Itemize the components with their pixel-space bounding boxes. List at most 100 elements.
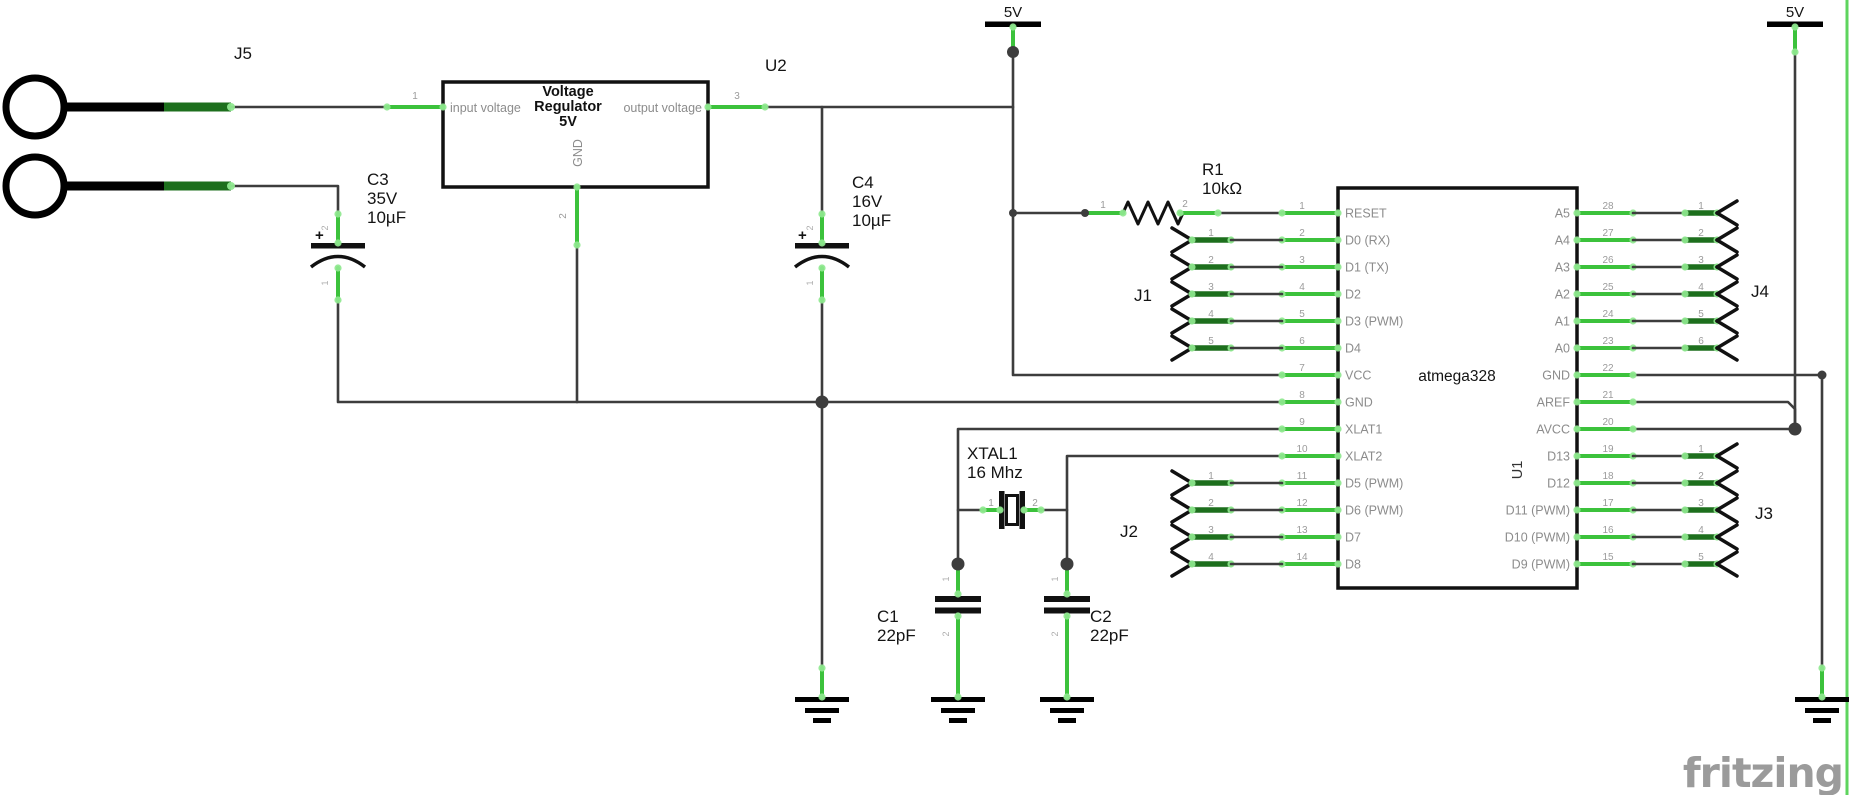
c2-capacitor-plate[interactable] <box>1044 607 1090 614</box>
j4-pin-arrow[interactable] <box>1715 346 1739 362</box>
j3-pin-arrow[interactable] <box>1715 496 1739 512</box>
j2-pin-arrow[interactable] <box>1170 550 1194 566</box>
j3-pin-arrow[interactable] <box>1715 442 1739 458</box>
pin-endpoint-dot <box>1119 209 1127 217</box>
pin-endpoint-dot <box>1188 533 1196 541</box>
pin-endpoint-dot <box>1573 236 1581 244</box>
j4-pin-arrow[interactable] <box>1715 253 1739 269</box>
j3-pin-arrow[interactable] <box>1715 508 1739 524</box>
j1-pin-arrow[interactable] <box>1170 253 1194 269</box>
c1-capacitor-plate[interactable] <box>935 607 981 614</box>
j4-pin-arrow[interactable] <box>1715 334 1739 350</box>
j2-pin-arrow[interactable] <box>1170 496 1194 512</box>
wire-5v-rail-to-vcc[interactable] <box>1011 50 1284 377</box>
label-c4-value: 10µF <box>852 211 891 230</box>
j2-pin-arrow[interactable] <box>1170 469 1194 485</box>
j1-pin-arrow[interactable] <box>1170 307 1194 323</box>
c1-capacitor-plate[interactable] <box>935 596 981 602</box>
j4-pin-arrow[interactable] <box>1715 226 1739 242</box>
c2-capacitor-plate[interactable] <box>1044 596 1090 602</box>
j3-pin-arrow[interactable] <box>1715 481 1739 497</box>
j4-pin-arrow[interactable] <box>1715 211 1739 227</box>
ic-pin-label: A0 <box>1555 342 1570 356</box>
voltage-regulator-body[interactable] <box>441 80 710 189</box>
j3-pin-arrow[interactable] <box>1715 454 1739 470</box>
c4-capacitor-arc[interactable] <box>793 254 851 269</box>
j4-pin-arrow[interactable] <box>1715 292 1739 308</box>
j1-pin-arrow[interactable] <box>1170 280 1194 296</box>
j5-terminal-ring[interactable] <box>2 74 68 140</box>
j3-pin-arrow[interactable] <box>1715 535 1739 551</box>
j2-pin-arrow[interactable] <box>1170 508 1194 524</box>
r1-resistor-body[interactable] <box>1121 200 1185 226</box>
wire-aref[interactable] <box>1631 400 1797 431</box>
j3-pin-arrow[interactable] <box>1715 562 1739 578</box>
pin-endpoint-dot <box>1573 506 1581 514</box>
j2-pin-arrow[interactable] <box>1170 481 1194 497</box>
wire-xlat2[interactable] <box>1065 454 1284 566</box>
j4-pin-arrow[interactable] <box>1715 265 1739 281</box>
j1-pin-arrow[interactable] <box>1170 292 1194 308</box>
pin-number: 2 <box>1208 498 1214 509</box>
pin-number: 5 <box>1698 552 1704 563</box>
j5-terminal-ring[interactable] <box>2 153 68 219</box>
ground-symbol[interactable] <box>813 718 831 723</box>
wire-junction-dot <box>1081 209 1089 217</box>
j3-pin-arrow[interactable] <box>1715 469 1739 485</box>
wire-j5-2-to-c3[interactable] <box>229 184 340 216</box>
j1-pin-arrow[interactable] <box>1170 226 1194 242</box>
ic-pin-label: A3 <box>1555 261 1570 275</box>
pin-number: 4 <box>1208 552 1214 563</box>
pin-endpoint-dot <box>818 693 826 701</box>
ground-symbol[interactable] <box>1050 708 1084 713</box>
j1-pin-arrow[interactable] <box>1170 346 1194 362</box>
j4-pin-arrow[interactable] <box>1715 319 1739 335</box>
ground-symbol[interactable] <box>941 708 975 713</box>
pin-number: 13 <box>1296 525 1308 536</box>
ground-symbol[interactable] <box>1058 718 1076 723</box>
pin-number: 1 <box>1208 471 1214 482</box>
pin-endpoint-dot <box>1334 506 1342 514</box>
pin-number: 18 <box>1602 471 1614 482</box>
j1-pin-arrow[interactable] <box>1170 319 1194 335</box>
ground-symbol[interactable] <box>1805 708 1839 713</box>
wire-junction-dot <box>815 395 829 409</box>
ground-symbol[interactable] <box>1813 718 1831 723</box>
wire-xlat1[interactable] <box>956 427 1284 566</box>
j3-pin-arrow[interactable] <box>1715 523 1739 539</box>
j1-pin-arrow[interactable] <box>1170 238 1194 254</box>
pin-endpoint-dot <box>1334 425 1342 433</box>
pin-number: 11 <box>1297 471 1308 482</box>
pin-number: 3 <box>1208 525 1214 536</box>
j4-pin-arrow[interactable] <box>1715 280 1739 296</box>
ic-pin-label: D5 (PWM) <box>1345 477 1403 491</box>
j3-pin-arrow[interactable] <box>1715 550 1739 566</box>
pin-endpoint-dot <box>1573 479 1581 487</box>
pin-number: 2 <box>941 631 951 636</box>
j4-pin-arrow[interactable] <box>1715 307 1739 323</box>
pin-number: 8 <box>1299 390 1305 401</box>
j2-pin-arrow[interactable] <box>1170 523 1194 539</box>
j4-pin-arrow[interactable] <box>1715 199 1739 215</box>
ic-pin-label: D2 <box>1345 288 1361 302</box>
pin-endpoint-dot <box>1063 590 1071 598</box>
pin-endpoint-dot <box>818 264 826 272</box>
wire-gnd-bus[interactable] <box>336 298 1284 404</box>
wire-gnd22-right[interactable] <box>1631 373 1824 670</box>
c3-capacitor-arc[interactable] <box>309 254 367 269</box>
j4-pin-arrow[interactable] <box>1715 238 1739 254</box>
j2-pin-arrow[interactable] <box>1170 562 1194 578</box>
pin-endpoint-dot <box>334 210 342 218</box>
ic-pin-label: D1 (TX) <box>1345 261 1389 275</box>
xtal1-crystal-body[interactable] <box>1005 494 1019 526</box>
ic-atmega328-body[interactable] <box>1336 186 1579 590</box>
j1-pin-arrow[interactable] <box>1170 265 1194 281</box>
ground-symbol[interactable] <box>805 708 839 713</box>
pin-number: 1 <box>941 576 951 581</box>
j2-pin-arrow[interactable] <box>1170 535 1194 551</box>
pin-endpoint-dot <box>1573 209 1581 217</box>
ground-symbol[interactable] <box>949 718 967 723</box>
ic-pin-label: VCC <box>1345 369 1371 383</box>
j1-pin-arrow[interactable] <box>1170 334 1194 350</box>
